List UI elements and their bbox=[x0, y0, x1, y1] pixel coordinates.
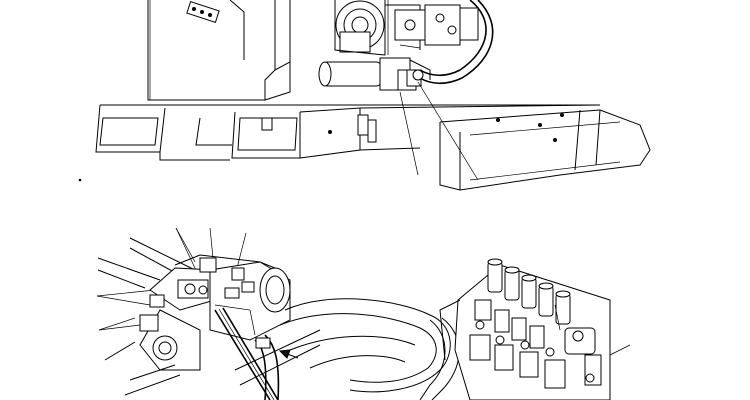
hydraulic-pump-upper bbox=[318, 0, 494, 91]
hydraulic-pump-lower bbox=[139, 254, 291, 371]
direction-arrow bbox=[278, 349, 299, 359]
tank-housing bbox=[147, 0, 291, 101]
base-frame bbox=[95, 104, 651, 191]
upper-assembly bbox=[95, 0, 651, 191]
lower-assembly bbox=[96, 227, 631, 400]
lower-frame bbox=[97, 237, 321, 396]
control-valve-block bbox=[439, 258, 611, 400]
